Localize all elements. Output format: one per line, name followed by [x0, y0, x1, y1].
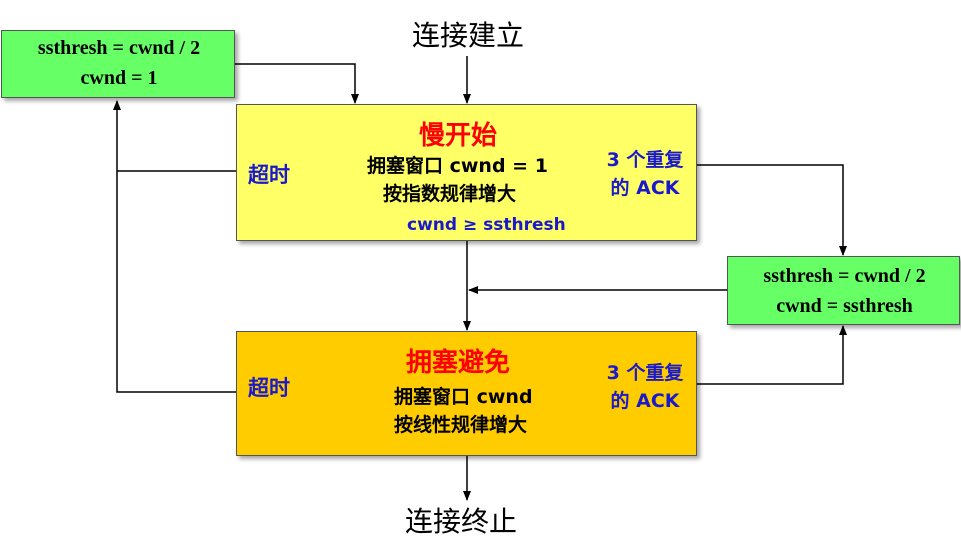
slow-start-title: 慢开始: [419, 121, 498, 151]
slow-start-dupack-line1: 3 个重复: [606, 149, 684, 171]
connection-established-label: 连接建立: [412, 19, 525, 52]
arrow-timeout-box-to-slow-start: [235, 63, 359, 104]
connection-terminated-label: 连接终止: [405, 505, 518, 538]
congestion-avoidance-dupack-line1: 3 个重复: [606, 362, 684, 384]
slow-start-desc-line1: 拥塞窗口 cwnd = 1: [367, 155, 548, 177]
slow-start-timeout-label: 超时: [248, 163, 290, 187]
slow-start-threshold-label: cwnd ≥ ssthresh: [407, 215, 566, 235]
congestion-avoidance-desc-line2: 按线性规律增大: [394, 414, 528, 436]
timeout-box-line1: ssthresh = cwnd / 2: [37, 37, 201, 59]
timeout-box-line2: cwnd = 1: [80, 67, 158, 89]
arrow-avoidance-dupack: [697, 325, 847, 385]
congestion-avoidance-dupack-line2: 的 ACK: [610, 390, 680, 412]
dupack-box-line2: cwnd = ssthresh: [776, 295, 913, 317]
slow-start-box: 慢开始 拥塞窗口 cwnd = 1 按指数规律增大 超时 3 个重复 的 ACK…: [236, 104, 697, 241]
dupack-reset-box: ssthresh = cwnd / 2 cwnd = ssthresh: [727, 256, 960, 325]
congestion-avoidance-box: 拥塞避免 拥塞窗口 cwnd 按线性规律增大 超时 3 个重复 的 ACK: [236, 331, 697, 456]
arrow-slow-start-dupack: [697, 164, 847, 256]
timeout-reset-box: ssthresh = cwnd / 2 cwnd = 1: [1, 30, 235, 98]
congestion-avoidance-title: 拥塞避免: [406, 348, 511, 378]
congestion-avoidance-timeout-label: 超时: [248, 376, 290, 400]
congestion-avoidance-desc-line1: 拥塞窗口 cwnd: [394, 386, 533, 408]
slow-start-desc-line2: 按指数规律增大: [383, 183, 517, 205]
dupack-box-line1: ssthresh = cwnd / 2: [763, 265, 926, 287]
slow-start-dupack-line2: 的 ACK: [610, 177, 680, 199]
arrow-avoidance-timeout: [113, 100, 236, 393]
